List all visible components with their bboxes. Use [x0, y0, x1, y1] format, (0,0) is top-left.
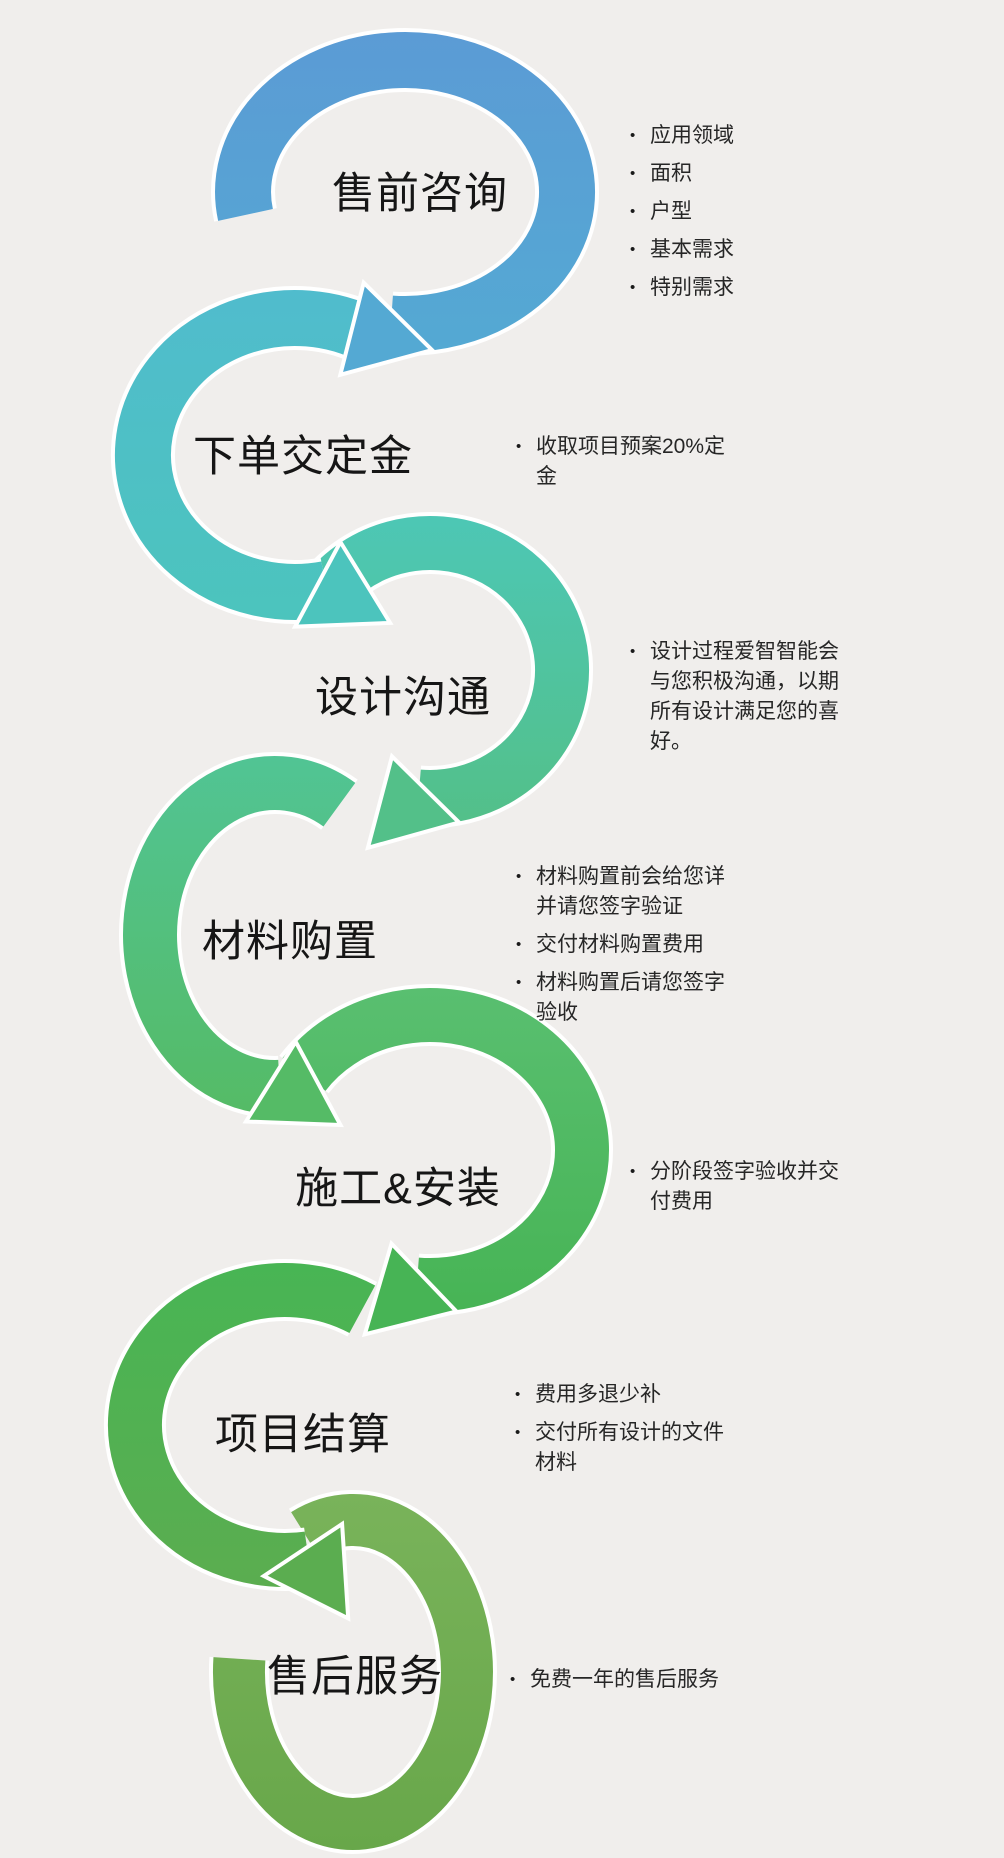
- bullet-item: • 收取项目预案20%定金: [516, 432, 725, 492]
- bullet-icon: •: [510, 1671, 516, 1688]
- bullet-icon: •: [516, 974, 522, 991]
- bullet-text-line: 好。: [650, 730, 692, 753]
- bullet-text-line: 基本需求: [650, 238, 734, 261]
- bullet-text-line: 与您积极沟通，以期: [650, 670, 839, 693]
- stage-2-ring-arc: [115, 290, 387, 620]
- stage-6-bullet-list: • 费用多退少补 • 交付所有设计的文件材料: [515, 1380, 724, 1486]
- bullet-text-line: 金: [536, 465, 557, 488]
- stage-2-arrow-icon: [291, 537, 394, 629]
- bullet-text-line: 并请您签字验证: [536, 895, 683, 918]
- stage-6-arrow-icon: [259, 1520, 351, 1622]
- stage-7-label: 售后服务: [267, 1653, 443, 1701]
- bullet-item: • 户型: [630, 197, 734, 227]
- bullet-text-line: 交付所有设计的文件: [535, 1421, 724, 1444]
- bullet-text-line: 所有设计满足您的喜: [650, 700, 839, 723]
- bullet-icon: •: [516, 868, 522, 885]
- stage-4-bullet-list: • 材料购置前会给您详并请您签字验证 • 交付材料购置费用 • 材料购置后请您签字验收: [516, 862, 725, 1036]
- stage-1-label: 售前咨询: [332, 170, 508, 218]
- stage-1-ring-arc: [215, 32, 596, 352]
- bullet-item: • 面积: [630, 159, 734, 189]
- stage-5-label: 施工&安装: [295, 1165, 501, 1213]
- stage-1-arrow-icon: [337, 278, 436, 378]
- bullet-icon: •: [515, 1424, 521, 1441]
- bullet-text-line: 面积: [650, 162, 692, 185]
- stage-5-arrow-icon: [361, 1239, 461, 1338]
- stage-7-ring-arc: [212, 1494, 493, 1850]
- bullet-item: • 设计过程爱智智能会与您积极沟通，以期所有设计满足您的喜好。: [630, 637, 839, 757]
- bullet-item: • 材料购置前会给您详并请您签字验证: [516, 862, 725, 922]
- bullet-item: • 费用多退少补: [515, 1380, 724, 1410]
- bullet-text-line: 交付材料购置费用: [536, 933, 704, 956]
- bullet-icon: •: [630, 1163, 636, 1180]
- bullet-item: • 免费一年的售后服务: [510, 1665, 719, 1695]
- stage-2-bullet-list: • 收取项目预案20%定金: [516, 432, 725, 500]
- stage-2-label: 下单交定金: [193, 433, 413, 481]
- bullet-text-line: 收取项目预案20%定: [536, 435, 726, 458]
- stage-3-label: 设计沟通: [315, 674, 491, 722]
- stage-4-label: 材料购置: [202, 918, 378, 966]
- bullet-item: • 材料购置后请您签字验收: [516, 968, 725, 1028]
- bullet-icon: •: [630, 127, 636, 144]
- bullet-item: • 应用领域: [630, 121, 734, 151]
- bullet-item: • 基本需求: [630, 235, 734, 265]
- bullet-item: • 交付材料购置费用: [516, 930, 725, 960]
- bullet-text-line: 材料购置前会给您详: [536, 865, 725, 888]
- bullet-icon: •: [630, 279, 636, 296]
- stage-6-ring-arc: [108, 1262, 376, 1587]
- bullet-item: • 分阶段签字验收并交付费用: [630, 1157, 839, 1217]
- bullet-text-line: 特别需求: [650, 276, 734, 299]
- stage-3-ring-arc: [298, 516, 590, 824]
- bullet-text-line: 分阶段签字验收并交: [650, 1160, 839, 1183]
- bullet-item: • 交付所有设计的文件材料: [515, 1418, 724, 1478]
- bullet-icon: •: [630, 643, 636, 660]
- bullet-text-line: 设计过程爱智智能会: [650, 640, 839, 663]
- bullet-text-line: 验收: [536, 1001, 578, 1024]
- bullet-icon: •: [516, 936, 522, 953]
- bullet-icon: •: [630, 165, 636, 182]
- stage-4-ring-arc: [123, 756, 356, 1114]
- stage-4-arrow-icon: [242, 1037, 344, 1128]
- stage-7-bullet-list: • 免费一年的售后服务: [510, 1665, 719, 1703]
- bullet-text-line: 材料: [535, 1451, 577, 1474]
- bullet-icon: •: [630, 203, 636, 220]
- bullet-icon: •: [630, 241, 636, 258]
- bullet-icon: •: [515, 1386, 521, 1403]
- stage-6-label: 项目结算: [215, 1411, 391, 1459]
- bullet-icon: •: [516, 438, 522, 455]
- bullet-text-line: 应用领域: [650, 124, 734, 147]
- bullet-text-line: 免费一年的售后服务: [530, 1668, 719, 1691]
- stage-5-bullet-list: • 分阶段签字验收并交付费用: [630, 1157, 839, 1225]
- stage-3-arrow-icon: [365, 752, 463, 851]
- stage-5-ring-arc: [282, 988, 609, 1312]
- bullet-text-line: 付费用: [650, 1190, 713, 1213]
- bullet-text-line: 费用多退少补: [535, 1383, 661, 1406]
- stage-1-bullet-list: • 应用领域 • 面积 • 户型 • 基本需求 • 特别需求: [630, 121, 734, 311]
- bullet-text-line: 户型: [650, 200, 692, 223]
- bullet-item: • 特别需求: [630, 273, 734, 303]
- stage-3-bullet-list: • 设计过程爱智智能会与您积极沟通，以期所有设计满足您的喜好。: [630, 637, 839, 765]
- bullet-text-line: 材料购置后请您签字: [536, 971, 725, 994]
